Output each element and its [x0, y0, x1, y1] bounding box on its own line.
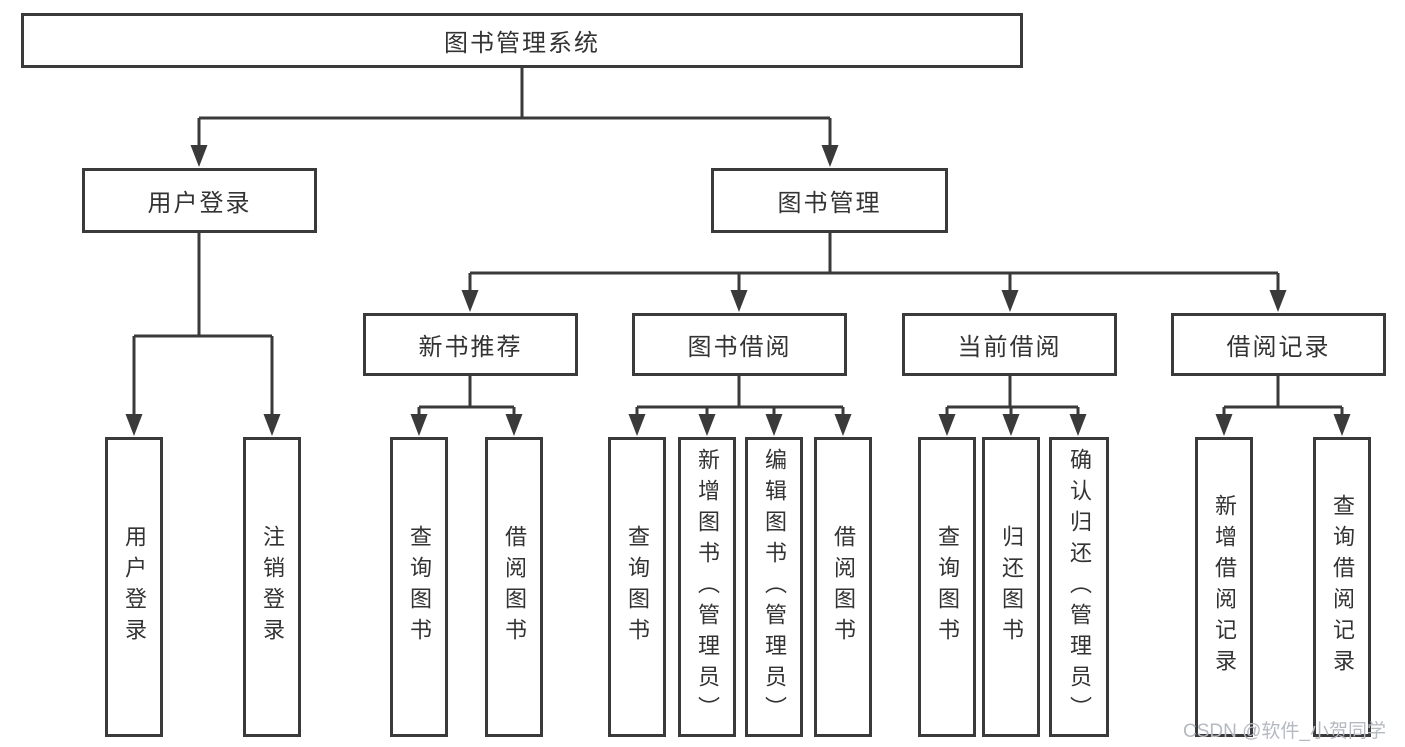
node-new-book-recommend-label: 新书推荐	[418, 334, 523, 361]
leaf-edit-book-admin-label: 编辑图书（管理员）	[762, 447, 787, 727]
leaf-query-book-2-label: 查询图书	[625, 525, 650, 649]
leaf-confirm-return-admin: 确认归还（管理员）	[1049, 437, 1109, 737]
node-borrow-record: 借阅记录	[1171, 313, 1386, 376]
leaf-return-book-label: 归还图书	[999, 525, 1024, 649]
node-borrow-record-label: 借阅记录	[1226, 334, 1331, 361]
leaf-query-book-1: 查询图书	[390, 437, 448, 737]
leaf-add-book-admin: 新增图书（管理员）	[678, 437, 736, 737]
node-new-book-recommend: 新书推荐	[363, 313, 578, 376]
node-root: 图书管理系统	[21, 13, 1023, 68]
leaf-user-login: 用户登录	[105, 437, 163, 737]
node-root-label: 图书管理系统	[444, 30, 600, 57]
node-book-borrow: 图书借阅	[632, 313, 847, 376]
leaf-query-borrow-record-label: 查询借阅记录	[1330, 494, 1355, 680]
leaf-borrow-book-1-label: 借阅图书	[502, 525, 527, 649]
leaf-query-book-3: 查询图书	[918, 437, 976, 737]
node-user-login: 用户登录	[82, 168, 317, 233]
node-book-management-label: 图书管理	[777, 190, 882, 217]
node-current-borrow-label: 当前借阅	[957, 334, 1062, 361]
leaf-borrow-book-1: 借阅图书	[485, 437, 543, 737]
leaf-logout: 注销登录	[243, 437, 301, 737]
node-book-management: 图书管理	[711, 168, 948, 233]
csdn-watermark: CSDN @软件_小贺同学	[1183, 721, 1386, 742]
leaf-borrow-book-2-label: 借阅图书	[831, 525, 856, 649]
leaf-edit-book-admin: 编辑图书（管理员）	[745, 437, 803, 737]
node-book-borrow-label: 图书借阅	[687, 334, 792, 361]
leaf-add-borrow-record-label: 新增借阅记录	[1212, 494, 1237, 680]
node-user-login-label: 用户登录	[147, 190, 252, 217]
leaf-query-borrow-record: 查询借阅记录	[1313, 437, 1371, 737]
leaf-add-book-admin-label: 新增图书（管理员）	[695, 447, 720, 727]
leaf-borrow-book-2: 借阅图书	[814, 437, 872, 737]
leaf-query-book-2: 查询图书	[608, 437, 666, 737]
leaf-return-book: 归还图书	[982, 437, 1040, 737]
leaf-query-book-3-label: 查询图书	[935, 525, 960, 649]
leaf-logout-label: 注销登录	[260, 525, 285, 649]
leaf-confirm-return-admin-label: 确认归还（管理员）	[1067, 447, 1092, 727]
leaf-add-borrow-record: 新增借阅记录	[1195, 437, 1253, 737]
leaf-query-book-1-label: 查询图书	[407, 525, 432, 649]
node-current-borrow: 当前借阅	[902, 313, 1117, 376]
leaf-user-login-label: 用户登录	[122, 525, 147, 649]
